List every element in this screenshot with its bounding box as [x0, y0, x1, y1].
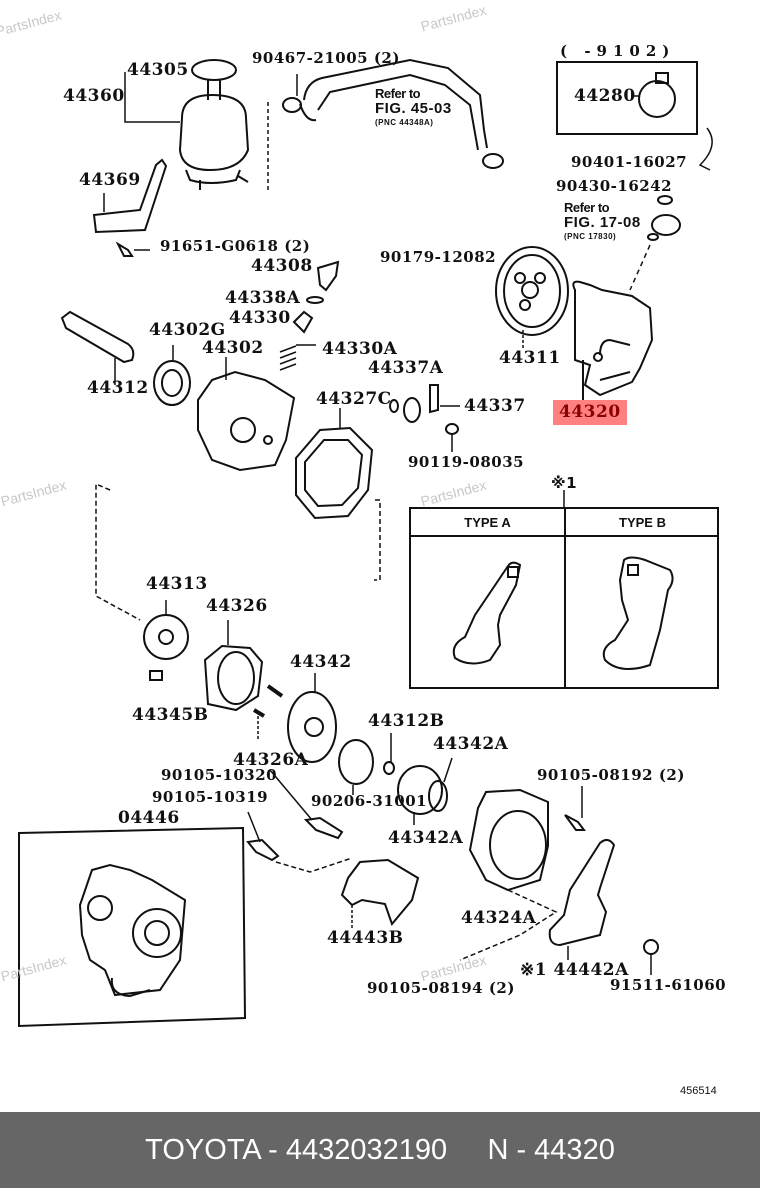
type-table: TYPE A TYPE B — [409, 507, 719, 689]
type-a-header: TYPE A — [464, 515, 511, 530]
callout-04446[interactable]: 04446 — [118, 808, 180, 828]
callout-90430-16242[interactable]: 90430-16242 — [556, 177, 673, 195]
callout-44337[interactable]: 44337 — [464, 396, 526, 416]
callout-44330[interactable]: 44330 — [229, 308, 291, 328]
callout-44342A-bottom[interactable]: 44342A — [388, 828, 464, 848]
callout-44337A[interactable]: 44337A — [368, 358, 444, 378]
housing-illustration — [197, 370, 296, 472]
callout-44305[interactable]: 44305 — [127, 60, 189, 80]
callout-44324A[interactable]: 44324A — [461, 908, 537, 928]
callout-90105-08192[interactable]: 90105-08192 (2) — [537, 766, 685, 784]
rear-cover-illustration — [468, 788, 549, 892]
type-a-bracket — [452, 561, 522, 665]
diagram-line-art — [18, 58, 713, 1028]
callout-44342A-top[interactable]: 44342A — [433, 734, 509, 754]
callout-44302[interactable]: 44302 — [202, 338, 264, 358]
callout-91651-G0618[interactable]: 91651-G0618 (2) — [160, 237, 311, 255]
callout-44308[interactable]: 44308 — [251, 256, 313, 276]
callout-90467-21005[interactable]: 90467-21005 (2) — [252, 49, 400, 67]
callout-44327C[interactable]: 44327C — [316, 389, 392, 409]
callout-90105-10319[interactable]: 90105-10319 — [152, 788, 269, 806]
callout-44302G[interactable]: 44302G — [149, 320, 226, 340]
reference-note-2-line1: Refer to — [564, 200, 610, 215]
hose-illustration — [303, 58, 488, 149]
gasket-illustration — [295, 426, 374, 520]
reference-note-1-fig[interactable]: FIG. 45-03 — [375, 100, 452, 117]
pulley-illustration — [495, 246, 569, 336]
bracket-44369 — [92, 158, 168, 234]
type-table-marker: ※1 — [551, 474, 578, 492]
footer-part-info: TOYOTA - 4432032190 N - 44320 — [145, 1133, 615, 1166]
callout-90401-16027[interactable]: 90401-16027 — [571, 153, 688, 171]
callout-90179-12082[interactable]: 90179-12082 — [380, 248, 497, 266]
reference-note-2-pnc: (PNC 17830) — [564, 232, 617, 241]
bracket-44443B-illustration — [340, 858, 420, 926]
bracket-44442A-illustration — [548, 839, 616, 947]
callout-44338A[interactable]: 44338A — [225, 288, 301, 308]
cam-ring-illustration — [203, 644, 264, 712]
rotor-illustration — [143, 614, 189, 660]
reservoir-illustration — [124, 59, 269, 190]
assembly-04446-box — [18, 826, 247, 1028]
reference-note-2-fig[interactable]: FIG. 17-08 — [564, 214, 641, 231]
callout-44313[interactable]: 44313 — [146, 574, 208, 594]
callout-44312[interactable]: 44312 — [87, 378, 149, 398]
callout-90206-31001[interactable]: 90206-31001 — [311, 792, 428, 810]
variant-date-note: ( -9102) — [560, 42, 676, 60]
callout-91511-61060[interactable]: 91511-61060 — [610, 976, 727, 994]
callout-44280[interactable]: 44280 — [574, 86, 636, 106]
shaft-illustration — [60, 310, 135, 364]
reference-note-1-pnc: (PNC 44348A) — [375, 118, 434, 127]
pump-44320-illustration — [572, 280, 654, 397]
callout-44443B[interactable]: 44443B — [327, 928, 404, 948]
plate-illustration — [287, 691, 337, 763]
type-b-header: TYPE B — [619, 515, 666, 530]
callout-44442A[interactable]: ※1 44442A — [520, 960, 629, 980]
figure-number: 456514 — [680, 1085, 717, 1097]
callout-90105-08194[interactable]: 90105-08194 (2) — [367, 979, 515, 997]
part-number-footer: TOYOTA - 4432032190 N - 44320 — [0, 1112, 760, 1188]
type-b-bracket — [602, 556, 674, 670]
callout-44312B[interactable]: 44312B — [368, 711, 445, 731]
callout-90105-10320[interactable]: 90105-10320 — [161, 766, 278, 784]
callout-44320-highlighted[interactable]: 44320 — [553, 400, 627, 425]
callout-44326[interactable]: 44326 — [206, 596, 268, 616]
reference-note-1-line1: Refer to — [375, 86, 421, 101]
callout-44326A[interactable]: 44326A — [233, 750, 309, 770]
parts-diagram: PartsIndex PartsIndex PartsIndex PartsIn… — [0, 1, 727, 1097]
type-table-column-divider — [564, 509, 566, 687]
callout-44311[interactable]: 44311 — [499, 348, 561, 368]
callout-44330A[interactable]: 44330A — [322, 339, 398, 359]
callout-44345B[interactable]: 44345B — [132, 705, 209, 725]
callout-44369[interactable]: 44369 — [79, 170, 141, 190]
callout-44360[interactable]: 44360 — [63, 86, 125, 106]
callout-90119-08035[interactable]: 90119-08035 — [408, 453, 525, 471]
callout-44342[interactable]: 44342 — [290, 652, 352, 672]
